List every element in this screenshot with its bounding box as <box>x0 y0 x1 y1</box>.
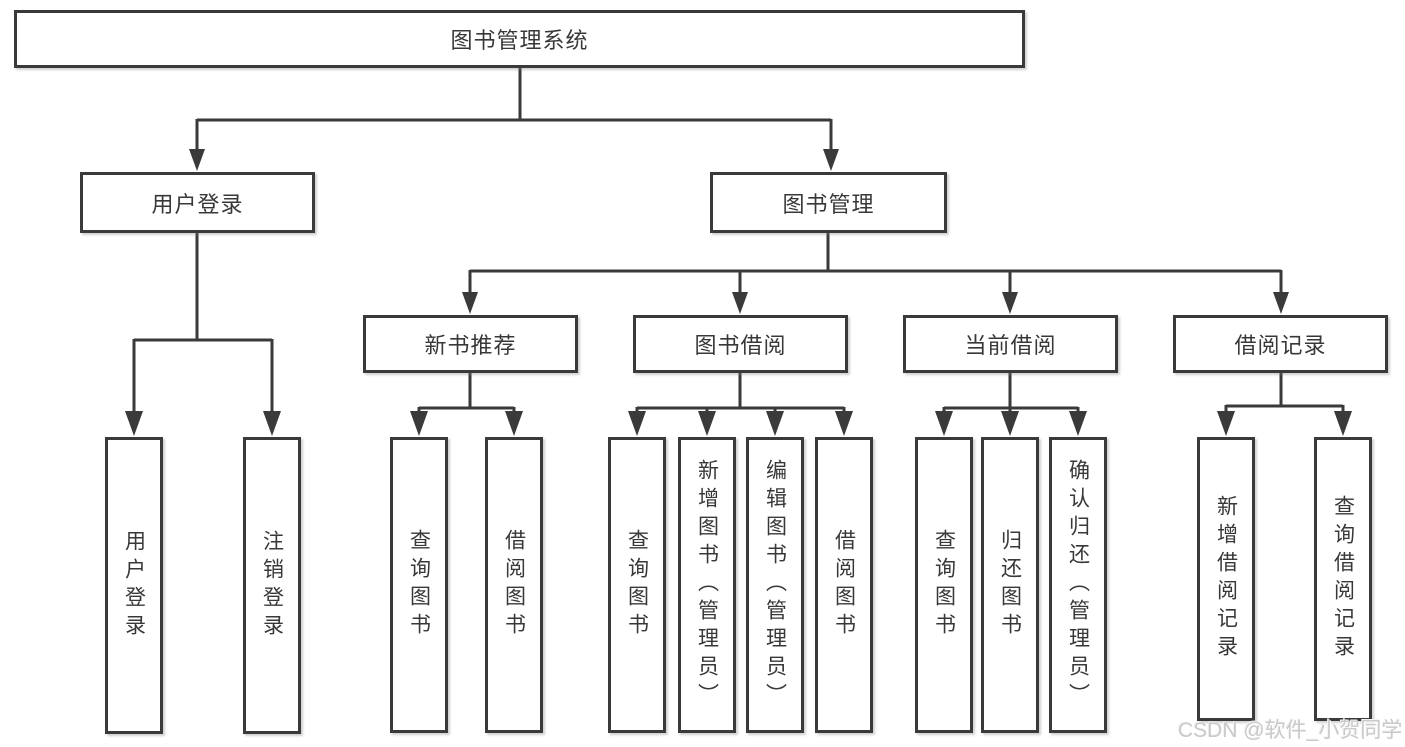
node-borrowing-records: 借阅记录 <box>1173 315 1388 373</box>
leaf-label: 查询借阅记录 <box>1331 495 1355 663</box>
leaf-label: 编辑图书（管理员） <box>763 459 787 711</box>
leaf-label: 查询图书 <box>932 529 956 641</box>
node-user-login: 用户登录 <box>80 172 315 233</box>
leaf-label: 新增借阅记录 <box>1214 495 1238 663</box>
leaf-label: 查询图书 <box>407 529 431 641</box>
leaf-label: 注销登录 <box>260 529 284 642</box>
leaf-query-books-3: 查询图书 <box>915 437 973 733</box>
leaf-label: 新增图书（管理员） <box>695 459 719 711</box>
leaf-edit-books-admin: 编辑图书（管理员） <box>746 437 804 733</box>
leaf-label: 归还图书 <box>998 529 1022 641</box>
node-label: 用户登录 <box>151 191 244 217</box>
csdn-watermark: CSDN @软件_小贺同学 <box>1178 719 1403 742</box>
leaf-label: 借阅图书 <box>502 529 526 641</box>
node-new-book-recommend: 新书推荐 <box>363 315 578 373</box>
leaf-confirm-return-admin: 确认归还（管理员） <box>1049 437 1107 733</box>
node-label: 借阅记录 <box>1234 333 1327 358</box>
leaf-label: 查询图书 <box>625 529 649 641</box>
node-label: 图书管理系统 <box>450 28 589 53</box>
leaf-label: 借阅图书 <box>832 529 856 641</box>
leaf-add-borrow-record: 新增借阅记录 <box>1197 437 1255 721</box>
node-label: 新书推荐 <box>424 333 517 358</box>
leaf-label: 确认归还（管理员） <box>1066 459 1090 711</box>
leaf-borrow-books-1: 借阅图书 <box>485 437 543 733</box>
leaf-label: 用户登录 <box>122 529 146 642</box>
arrowhead-icons <box>125 149 1352 436</box>
leaf-user-login: 用户登录 <box>105 437 163 734</box>
node-current-borrowing: 当前借阅 <box>903 315 1118 373</box>
leaf-query-books-2: 查询图书 <box>608 437 666 733</box>
node-book-borrowing: 图书借阅 <box>633 315 848 373</box>
node-label: 图书借阅 <box>694 333 787 358</box>
leaf-borrow-books-2: 借阅图书 <box>815 437 873 733</box>
leaf-query-borrow-record: 查询借阅记录 <box>1314 437 1372 721</box>
leaf-logout: 注销登录 <box>243 437 301 734</box>
node-library-management-system: 图书管理系统 <box>14 10 1025 68</box>
leaf-return-books: 归还图书 <box>981 437 1039 733</box>
node-label: 当前借阅 <box>964 333 1057 358</box>
node-label: 图书管理 <box>782 191 875 217</box>
node-book-management: 图书管理 <box>710 172 947 233</box>
leaf-add-books-admin: 新增图书（管理员） <box>678 437 736 733</box>
leaf-query-books-1: 查询图书 <box>390 437 448 733</box>
